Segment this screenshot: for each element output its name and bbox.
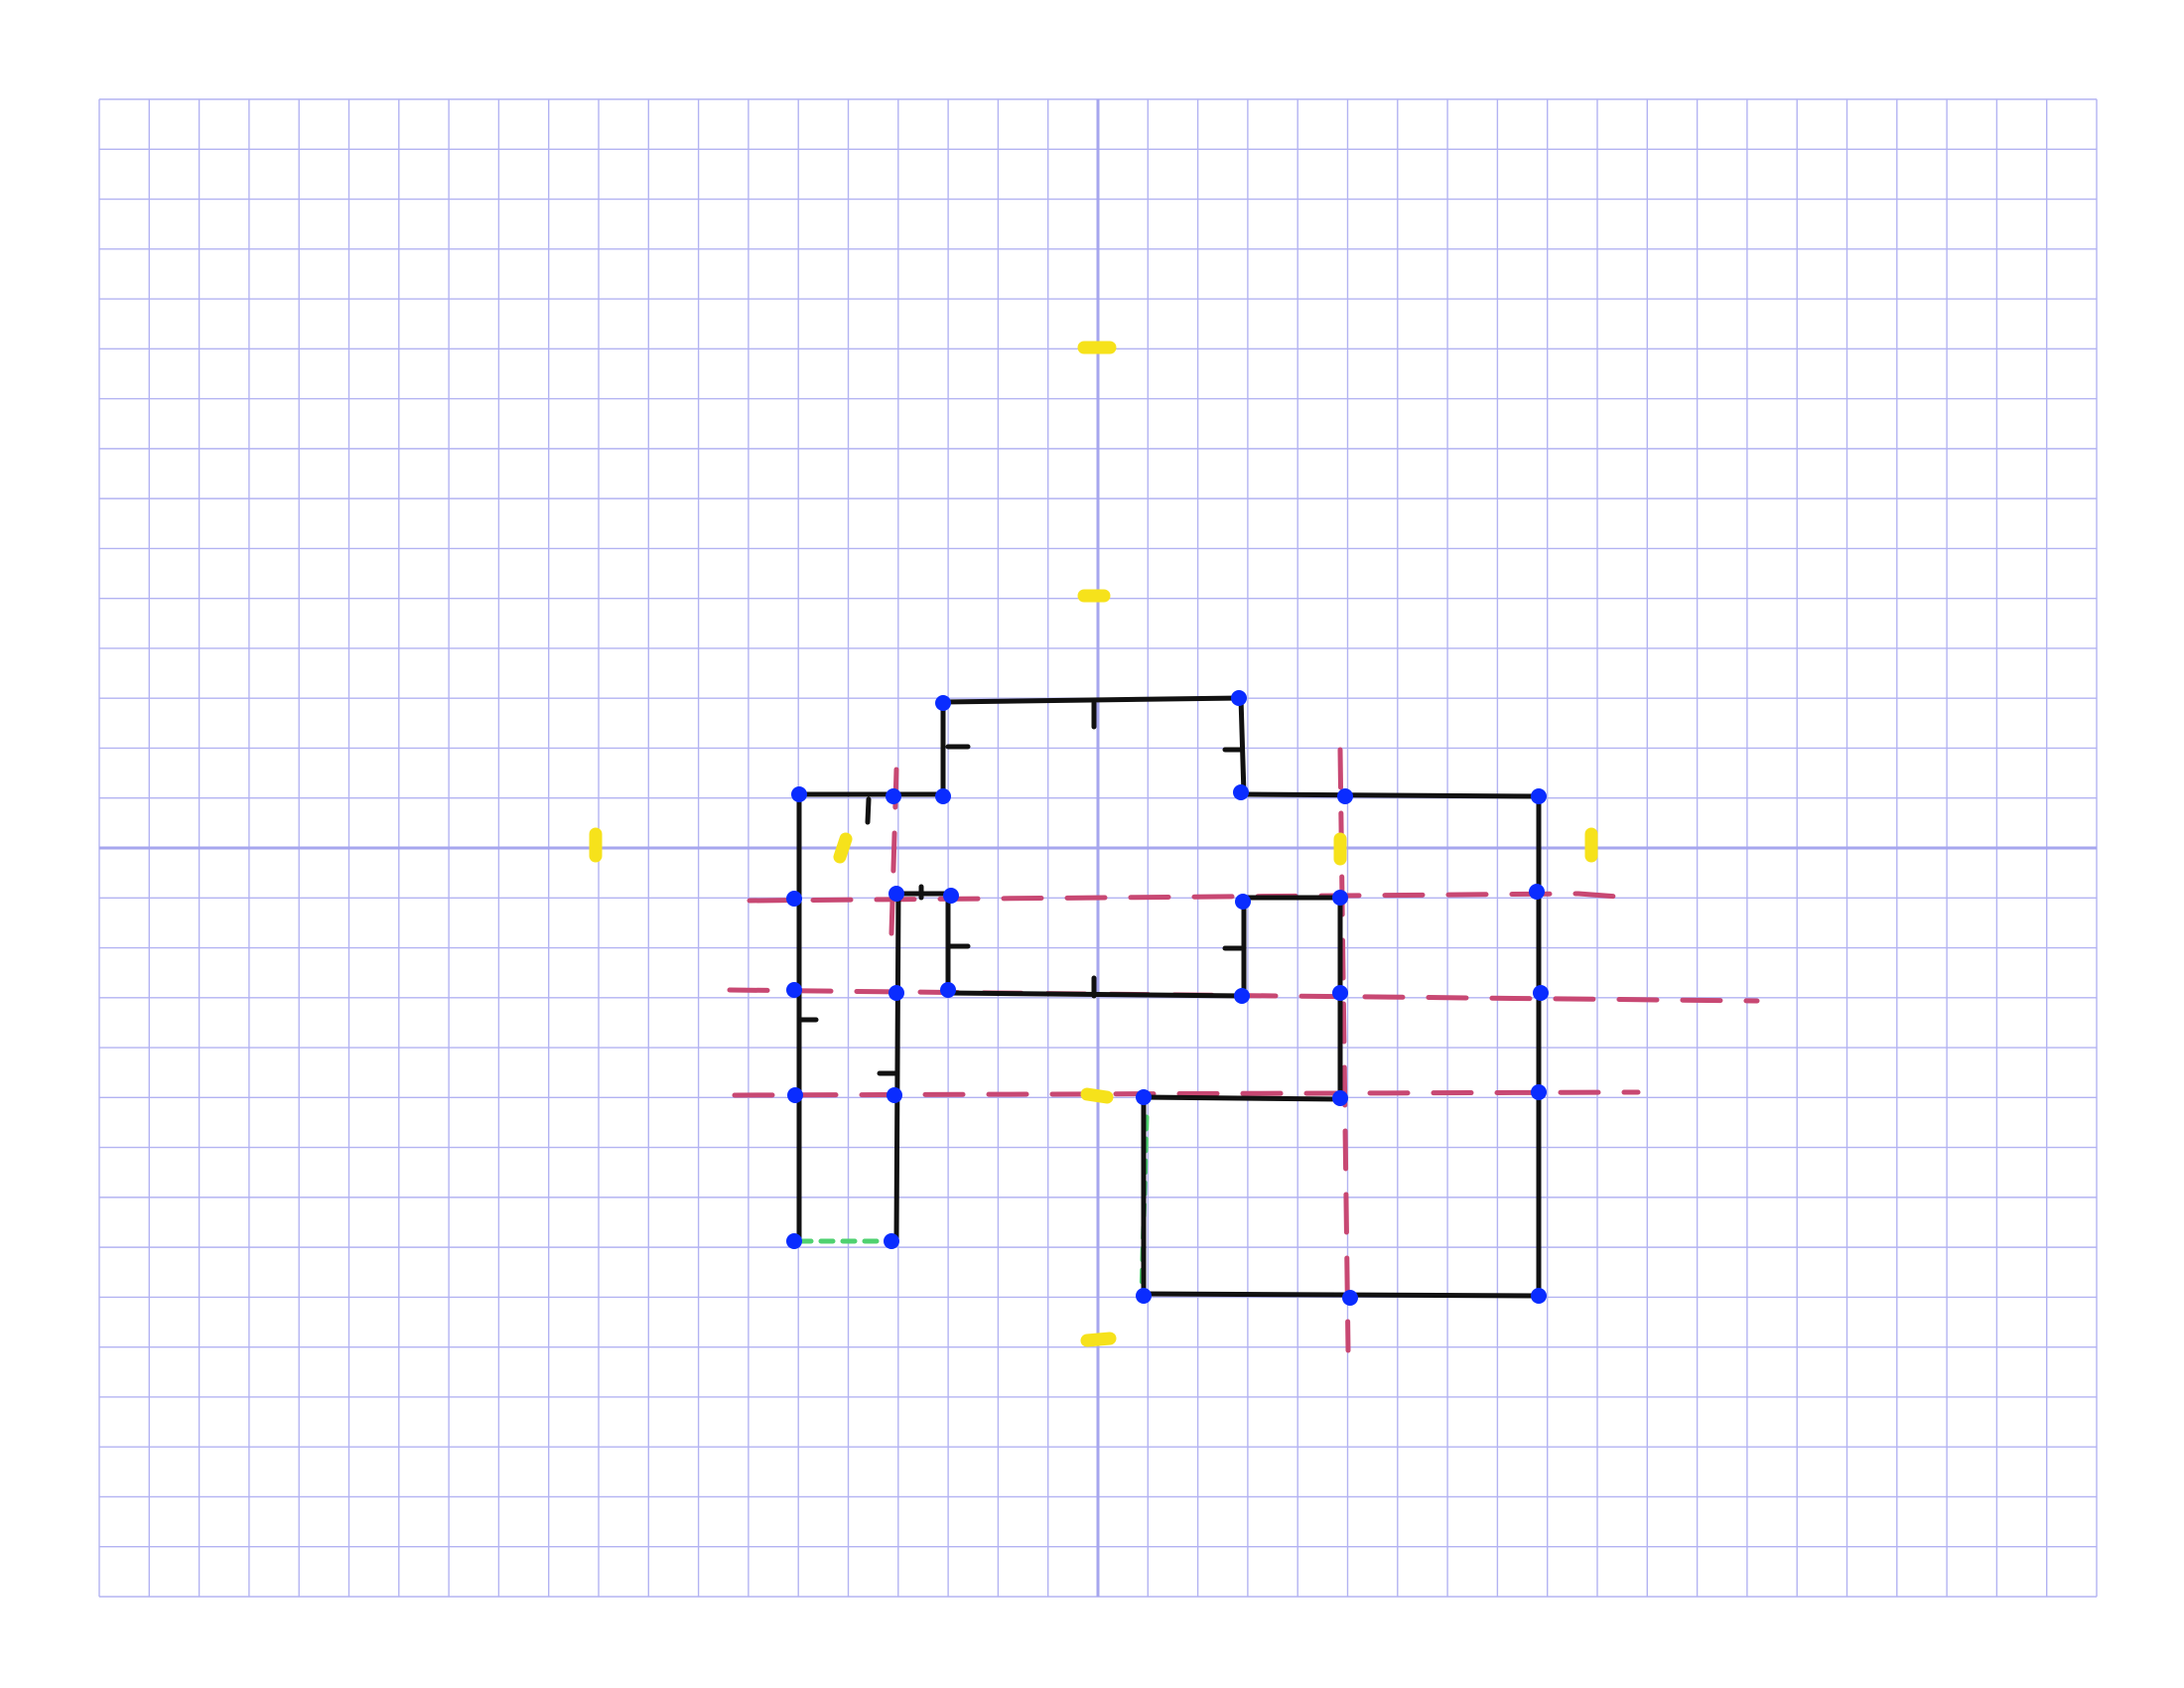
wall-vertex: [888, 985, 904, 1001]
wall-segment: [893, 891, 901, 1244]
dashed-guide-line: [747, 891, 1621, 904]
wall-vertex: [887, 1087, 902, 1103]
wall-vertex: [1531, 1084, 1547, 1100]
wall-vertices: [786, 690, 1549, 1306]
wall-vertex: [935, 788, 951, 804]
wall-vertex: [943, 888, 959, 904]
yellow-marker: [1080, 1332, 1117, 1347]
wall-tick: [865, 796, 872, 825]
wall-vertex: [940, 982, 956, 998]
wall-vertex: [935, 695, 951, 711]
wall-segment: [1238, 695, 1247, 797]
wall-vertex: [1136, 1288, 1152, 1304]
wall-vertex: [886, 788, 901, 804]
wall-vertex: [1231, 690, 1247, 706]
wall-segment: [1141, 1094, 1343, 1102]
wall-vertex: [1235, 894, 1251, 910]
wall-vertex: [1531, 1288, 1547, 1304]
wall-vertex: [1529, 884, 1545, 900]
wall-vertex: [888, 886, 904, 902]
wall-vertex: [1136, 1089, 1152, 1105]
wall-vertex: [1233, 784, 1249, 800]
wall-segment: [1241, 791, 1542, 799]
wall-vertex: [786, 1233, 802, 1249]
floor-plan-walls: [796, 695, 1542, 1299]
wall-segment: [940, 695, 1244, 705]
wall-vertex: [1234, 988, 1250, 1004]
dashed-guide-line: [732, 1089, 1641, 1098]
wall-vertex: [787, 1087, 803, 1103]
wall-vertex: [1337, 788, 1353, 804]
wall-vertex: [786, 891, 802, 907]
wall-vertex: [1332, 890, 1348, 906]
wall-segment: [1141, 1291, 1542, 1299]
wall-vertex: [884, 1233, 899, 1249]
wall-vertex: [1342, 1290, 1358, 1306]
yellow-marker: [1080, 1087, 1114, 1104]
wall-tick-marks: [796, 700, 1244, 1076]
wall-vertex: [1533, 985, 1549, 1001]
wall-vertex: [1332, 985, 1348, 1001]
wall-vertex: [1332, 1090, 1348, 1106]
wall-vertex: [791, 786, 807, 802]
yellow-markers: [589, 341, 1598, 1347]
wall-vertex: [786, 982, 802, 998]
yellow-marker: [833, 832, 853, 864]
wall-vertex: [1531, 788, 1547, 804]
